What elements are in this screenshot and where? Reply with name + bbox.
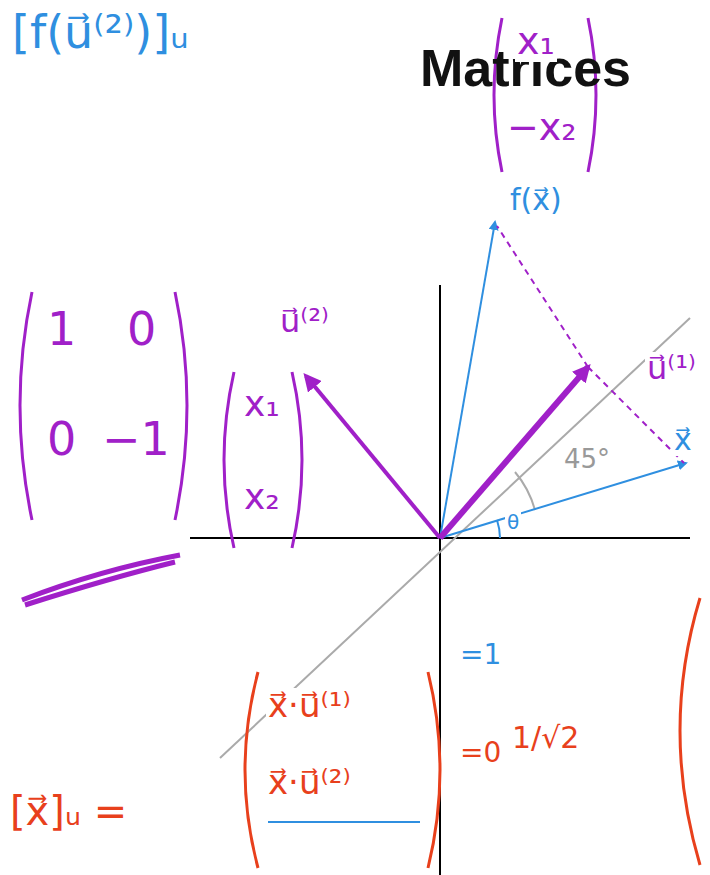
- vector-label: x⃗: [672, 424, 694, 456]
- vector-entry-wrap: x₁: [242, 385, 282, 423]
- coords-expression: [x⃗]ᵤ =: [8, 790, 129, 832]
- vector-label-wrap: x⃗: [672, 424, 694, 456]
- reflection-dash: [497, 226, 588, 367]
- matrix-entry-wrap: −1: [100, 415, 172, 463]
- vector-entry-wrap: −x₂: [505, 108, 579, 148]
- angle-label-wrap: θ: [505, 512, 521, 533]
- matrix-paren: [175, 292, 187, 520]
- dot-product-wrap: x⃗·u⃗⁽¹⁾: [266, 688, 353, 724]
- dot-product: x⃗·u⃗⁽¹⁾: [266, 688, 353, 724]
- matrix-entry-wrap: 0: [45, 415, 78, 463]
- vector-label: u⃗⁽¹⁾: [645, 352, 698, 386]
- theta-arc: [497, 520, 500, 538]
- vector-entry-wrap: x₂: [242, 478, 282, 516]
- matrix-entry-wrap: 1: [45, 305, 78, 353]
- coords-expression-wrap: [x⃗]ᵤ =: [8, 790, 129, 832]
- angle-label-wrap: 45°: [562, 446, 612, 473]
- vector-entry-wrap: x₁: [515, 22, 557, 62]
- fx-vector: [440, 222, 495, 538]
- diagonal-line: [220, 318, 690, 758]
- paren: [428, 672, 440, 868]
- matrix-entry: 0: [45, 415, 78, 463]
- vector-entry: −x₂: [505, 108, 579, 148]
- vector-label-wrap: u⃗⁽²⁾: [278, 305, 331, 339]
- matrix-entry: 1: [45, 305, 78, 353]
- vector-entry: x₁: [515, 22, 557, 62]
- vector-label: u⃗⁽²⁾: [278, 305, 331, 339]
- paren: [245, 672, 258, 868]
- dot-product-wrap: x⃗·u⃗⁽²⁾: [266, 765, 353, 801]
- dot-product: x⃗·u⃗⁽²⁾: [266, 765, 353, 801]
- matrix-entry: 0: [125, 305, 158, 353]
- scribble: [22, 555, 180, 605]
- matrix-entry-wrap: 0: [125, 305, 158, 353]
- underline: [268, 821, 420, 823]
- matrix-paren: [20, 292, 32, 520]
- angle-arc: [515, 472, 535, 510]
- paren: [680, 598, 700, 865]
- vector-label-wrap: f(x⃗): [508, 184, 564, 216]
- paren: [292, 372, 302, 548]
- value-note: =1: [458, 640, 503, 669]
- x-vector: [440, 463, 686, 538]
- vector-label: f(x⃗): [508, 184, 564, 216]
- vector-entry: x₁: [242, 385, 282, 423]
- paren: [224, 372, 234, 548]
- fu2-coords: [f(u⃗⁽²⁾)]ᵤ: [10, 8, 191, 56]
- scale-factor-wrap: 1/√2: [510, 722, 581, 754]
- angle-label: 45°: [562, 446, 612, 473]
- vector-label-wrap: u⃗⁽¹⁾: [645, 352, 698, 386]
- value-note: =0: [458, 738, 503, 767]
- value-note-wrap: =1: [458, 640, 503, 669]
- matrix-entry: −1: [100, 415, 172, 463]
- angle-label: θ: [505, 512, 521, 533]
- fu2-coords-wrap: [f(u⃗⁽²⁾)]ᵤ: [10, 8, 191, 56]
- u2-vector: [306, 376, 440, 538]
- scale-factor: 1/√2: [510, 722, 581, 754]
- value-note-wrap: =0: [458, 738, 503, 767]
- vector-entry: x₂: [242, 478, 282, 516]
